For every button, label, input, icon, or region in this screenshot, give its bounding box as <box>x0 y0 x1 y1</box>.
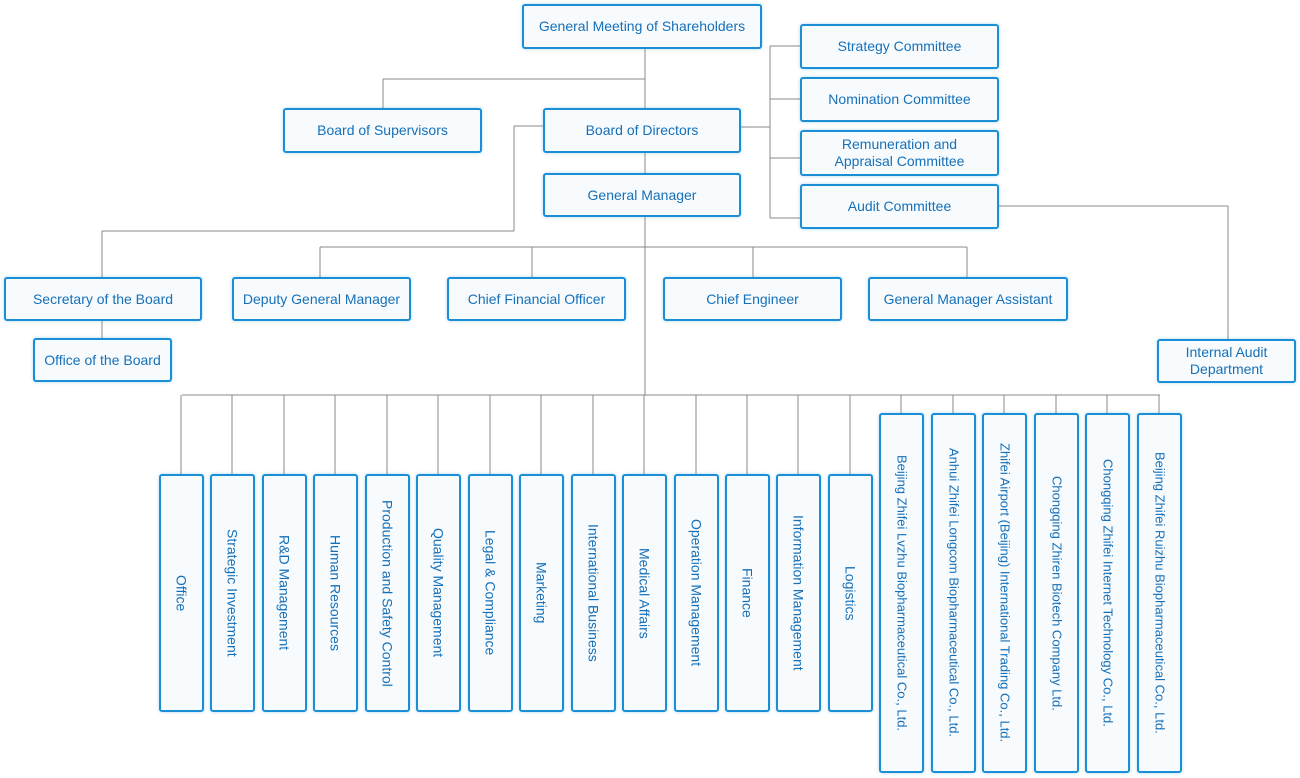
department-label: Strategic Investment <box>224 529 241 657</box>
department-node: Office <box>159 474 204 712</box>
directors-label: Board of Directors <box>585 122 699 138</box>
general-manager-label: General Manager <box>587 186 697 203</box>
shareholders-label: General Meeting of Shareholders <box>538 18 746 34</box>
gm-assistant-node: General Manager Assistant <box>868 277 1068 321</box>
department-label: Medical Affairs <box>636 547 653 639</box>
subsidiary-node: Anhui Zhifei Longcom Biopharmaceutical C… <box>931 413 976 773</box>
department-label: Logistics <box>842 565 859 621</box>
secretary-node: Secretary of the Board <box>4 277 202 321</box>
subsidiary-label: Zhifei Airport (Beijing) International T… <box>997 443 1013 743</box>
strategy-committee-label: Strategy Committee <box>837 38 962 54</box>
department-label: Legal & Compliance <box>482 530 499 656</box>
department-node: Finance <box>725 474 770 712</box>
department-node: Operation Management <box>674 474 719 712</box>
department-label: R&D Management <box>276 535 293 651</box>
remuneration-committee-node: Remuneration and Appraisal Committee <box>800 130 999 176</box>
department-node: Human Resources <box>313 474 358 712</box>
department-node: R&D Management <box>262 474 307 712</box>
department-label: International Business <box>585 524 602 662</box>
audit-committee-label: Audit Committee <box>847 198 952 214</box>
remuneration-committee-label: Remuneration and Appraisal Committee <box>834 136 965 169</box>
department-label: Quality Management <box>430 528 447 658</box>
department-node: Medical Affairs <box>622 474 667 712</box>
cfo-node: Chief Financial Officer <box>447 277 626 321</box>
department-label: Marketing <box>533 562 550 624</box>
department-node: Production and Safety Control <box>365 474 410 712</box>
department-node: Information Management <box>776 474 821 712</box>
secretary-label: Secretary of the Board <box>32 290 174 307</box>
subsidiary-label: Anhui Zhifei Longcom Biopharmaceutical C… <box>946 448 962 738</box>
supervisors-node: Board of Supervisors <box>283 108 482 153</box>
department-label: Office <box>173 574 190 612</box>
general-manager-node: General Manager <box>543 173 741 217</box>
subsidiary-label: Chongqing Zhifei Internet Technology Co.… <box>1100 459 1116 727</box>
subsidiary-node: Beijing Zhifei Lvzhu Biopharmaceutical C… <box>879 413 924 773</box>
strategy-committee-node: Strategy Committee <box>800 24 999 69</box>
shareholders-node: General Meeting of Shareholders <box>522 4 762 49</box>
chief-engineer-label: Chief Engineer <box>706 290 799 307</box>
deputy-gm-node: Deputy General Manager <box>232 277 411 321</box>
department-node: Logistics <box>828 474 873 712</box>
subsidiary-node: Beijing Zhifei Ruizhu Biopharmaceutical … <box>1137 413 1182 773</box>
department-label: Information Management <box>790 515 807 671</box>
department-node: Marketing <box>519 474 564 712</box>
nomination-committee-label: Nomination Committee <box>828 91 971 107</box>
subsidiary-label: Beijing Zhifei Ruizhu Biopharmaceutical … <box>1152 452 1168 734</box>
department-node: International Business <box>571 474 616 712</box>
department-label: Human Resources <box>327 535 344 651</box>
department-node: Legal & Compliance <box>468 474 513 712</box>
audit-committee-node: Audit Committee <box>800 184 999 229</box>
internal-audit-node: Internal Audit Department <box>1157 339 1296 383</box>
department-label: Operation Management <box>688 519 705 667</box>
department-label: Production and Safety Control <box>379 499 396 687</box>
cfo-label: Chief Financial Officer <box>467 290 606 307</box>
subsidiary-node: Chongqing Zhifei Internet Technology Co.… <box>1085 413 1130 773</box>
subsidiary-node: Zhifei Airport (Beijing) International T… <box>982 413 1027 773</box>
department-node: Strategic Investment <box>210 474 255 712</box>
subsidiary-label: Chongqing Zhiren Biotech Company Ltd. <box>1049 475 1065 711</box>
subsidiary-label: Beijing Zhifei Lvzhu Biopharmaceutical C… <box>894 454 910 732</box>
nomination-committee-node: Nomination Committee <box>800 77 999 122</box>
department-label: Finance <box>739 568 756 618</box>
gm-assistant-label: General Manager Assistant <box>883 290 1053 307</box>
chief-engineer-node: Chief Engineer <box>663 277 842 321</box>
department-node: Quality Management <box>416 474 461 712</box>
deputy-gm-label: Deputy General Manager <box>242 290 401 307</box>
directors-node: Board of Directors <box>543 108 741 153</box>
internal-audit-label: Internal Audit Department <box>1185 344 1268 377</box>
office-of-board-node: Office of the Board <box>33 338 172 382</box>
supervisors-label: Board of Supervisors <box>317 122 448 138</box>
subsidiary-node: Chongqing Zhiren Biotech Company Ltd. <box>1034 413 1079 773</box>
office-of-board-label: Office of the Board <box>44 351 161 368</box>
